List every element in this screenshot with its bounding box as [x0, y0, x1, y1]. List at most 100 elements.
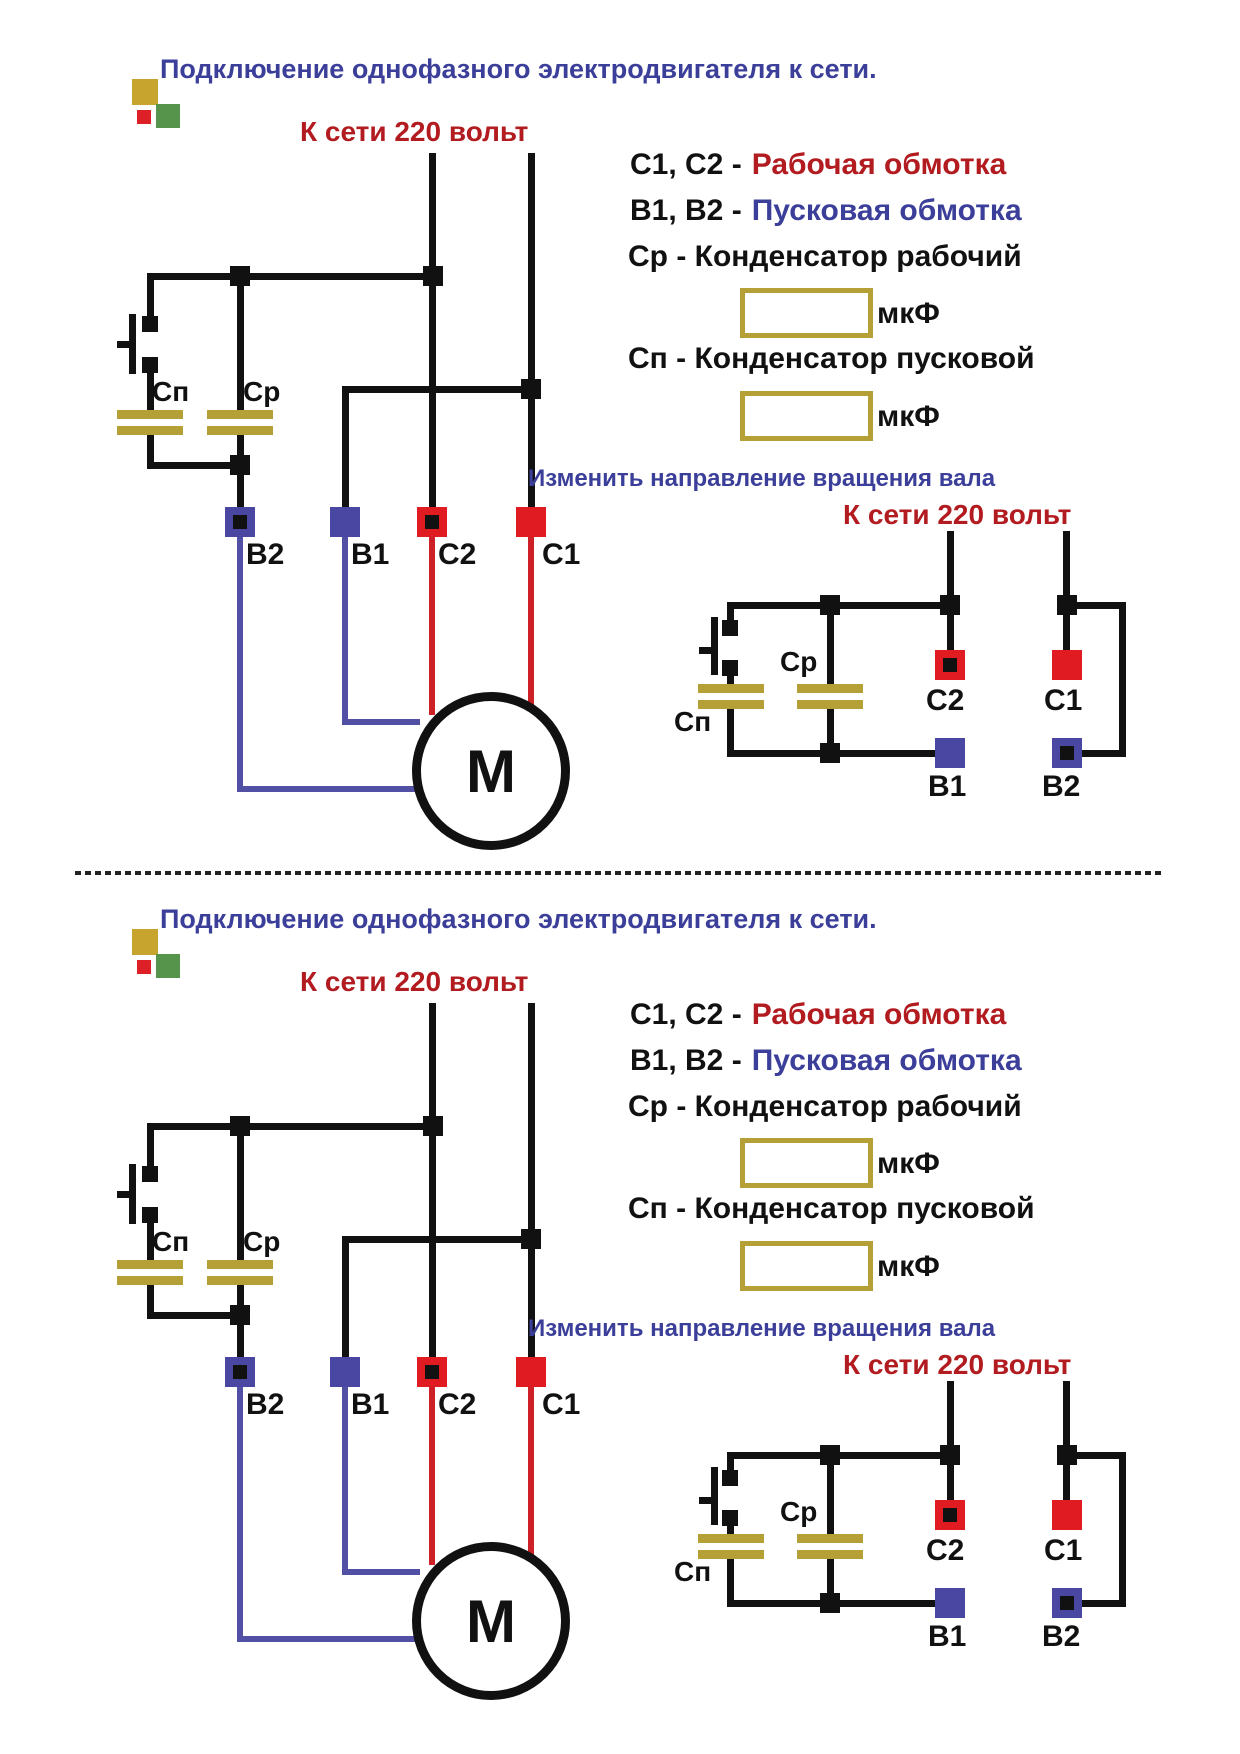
r-wire-bypass-top [1067, 1452, 1126, 1459]
r-terminal-b2 [1052, 1588, 1082, 1618]
wire-cap-start-lower [147, 431, 154, 469]
r-wire-bypass-vertical [1119, 1452, 1126, 1607]
r-switch-actuator-stub [699, 647, 712, 654]
r-cap-run-plate-bottom [797, 1550, 863, 1559]
r-cap-start-plate-top [698, 684, 764, 693]
r-terminal-c1-label: С1 [1044, 684, 1083, 717]
r-junction-top-c2 [940, 595, 960, 615]
logo-gold-square [132, 79, 158, 105]
r-cap-start-plate-top [698, 1534, 764, 1543]
r-terminal-b2-contact [1060, 746, 1074, 760]
junction-top-bus-mains [423, 1116, 443, 1136]
r-wire-switch-upper [727, 609, 734, 622]
r-terminal-b2-label: В2 [1042, 1620, 1081, 1653]
cap-run-plate-top [207, 1260, 273, 1269]
cap-start-unit: мкФ [877, 1250, 940, 1283]
switch-contact-bottom [142, 1207, 158, 1223]
page-title: Подключение однофазного электродвигателя… [160, 904, 877, 934]
wire-top-bus [147, 1123, 437, 1130]
switch-actuator-stub [117, 1191, 130, 1198]
cap-run-plate-top [207, 410, 273, 419]
cap-start-unit: мкФ [877, 400, 940, 433]
r-terminal-b1 [935, 738, 965, 768]
wire-cap-run-upper [237, 276, 244, 414]
terminal-b2 [225, 1357, 255, 1387]
wire-bottom-bus [147, 1312, 243, 1319]
legend-line-cap-start: Сп - Конденсатор пусковой [628, 1192, 1035, 1225]
lead-b2-vertical [237, 537, 243, 792]
r-terminal-c1 [1052, 650, 1082, 680]
switch-actuator-stub [117, 341, 130, 348]
motor-label: М [466, 1587, 516, 1655]
junction-top-bus-mains [423, 266, 443, 286]
r-junction-top-cap [820, 595, 840, 615]
cap-run-unit: мкФ [877, 1147, 940, 1180]
terminal-c1-label: С1 [542, 538, 581, 571]
legend-line-starting: В1, В2 -Пусковая обмотка [630, 196, 1022, 226]
r-junction-top-cap [820, 1445, 840, 1465]
motor-label: М [466, 737, 516, 805]
r-junction-top-c1 [1057, 595, 1077, 615]
legend-working-keys: С1, С2 - [630, 148, 742, 181]
cap-start-plate-bottom [117, 1276, 183, 1285]
cap-start-value-box [740, 1241, 873, 1291]
r-wire-bypass-top [1067, 602, 1126, 609]
legend-line-working: С1, С2 - Рабочая обмотка [630, 150, 1006, 180]
lead-b2-horizontal [237, 1636, 422, 1642]
cap-start-plate-top [117, 410, 183, 419]
lead-b2-horizontal [237, 786, 422, 792]
r-terminal-b1 [935, 1588, 965, 1618]
r-wire-mains-to-c2 [947, 531, 954, 651]
logo-green-square [156, 104, 180, 128]
switch-actuator-bar [129, 314, 136, 374]
section-divider [75, 871, 1165, 875]
terminal-b2 [225, 507, 255, 537]
junction-bottom-bus [230, 455, 250, 475]
r-terminal-b2 [1052, 738, 1082, 768]
r-wire-switch-upper [727, 1459, 734, 1472]
cap-start-value-box [740, 391, 873, 441]
mains-label-left: К сети 220 вольт [300, 116, 529, 147]
cap-start-label: Сп [152, 376, 190, 407]
terminal-b1-label: В1 [351, 538, 390, 571]
wire-mains-to-c1 [528, 1003, 535, 1357]
lead-c1-vertical [528, 537, 534, 713]
switch-contact-bottom [142, 357, 158, 373]
lead-c2-vertical [429, 537, 435, 715]
legend-starting-value: Пусковая обмотка [751, 194, 1022, 227]
reverse-heading: Изменить направление вращения вала [528, 1315, 996, 1342]
switch-contact-top [142, 1166, 158, 1182]
cap-run-label: Ср [243, 376, 281, 407]
terminal-b1-label: В1 [351, 1388, 390, 1421]
r-switch-contact-top [722, 620, 738, 636]
r-junction-bottom-cap [820, 1593, 840, 1613]
switch-actuator-bar [129, 1164, 136, 1224]
r-wire-cap-run-lower [827, 1557, 834, 1607]
wire-mains-to-c2 [429, 1003, 436, 1357]
r-wire-cap-start-lower [727, 1557, 734, 1607]
r-wire-mains-to-c1 [1063, 1381, 1070, 1501]
r-wire-cap-start-lower [727, 707, 734, 757]
cap-start-plate-top [117, 1260, 183, 1269]
r-wire-top-bus [727, 602, 954, 609]
r-wire-top-bus [727, 1452, 954, 1459]
lead-b1-horizontal [342, 719, 420, 725]
legend-working-value: Рабочая обмотка [751, 148, 1007, 181]
terminal-b2-label: В2 [246, 538, 285, 571]
r-terminal-c1 [1052, 1500, 1082, 1530]
r-switch-actuator-bar [711, 1467, 718, 1525]
terminal-b2-contact [233, 515, 247, 529]
mains-label-right: К сети 220 вольт [843, 499, 1072, 530]
r-wire-cap-run-upper [827, 1459, 834, 1534]
motor-circle: М [412, 692, 570, 850]
terminal-b1 [330, 1357, 360, 1387]
wire-mains-to-c1 [528, 153, 535, 507]
r-switch-contact-bottom [722, 660, 738, 676]
r-cap-run-plate-top [797, 1534, 863, 1543]
motor-circle: М [412, 1542, 570, 1700]
r-cap-run-label: Ср [780, 1496, 818, 1527]
legend-starting-keys: В1, В2 - [630, 1044, 742, 1077]
r-wire-mains-to-c1 [1063, 531, 1070, 651]
legend-working-value: Рабочая обмотка [751, 998, 1007, 1031]
r-wire-switch-lower [727, 1526, 734, 1536]
